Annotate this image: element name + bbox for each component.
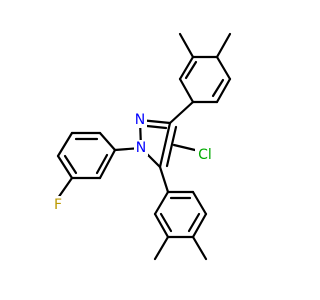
upper-dimethylphenyl-ring <box>178 55 232 104</box>
chloro-bond <box>172 143 197 152</box>
atom-n2: N <box>133 112 147 128</box>
atom-n1: N <box>134 140 148 156</box>
molecule-structure: N N Cl F <box>52 32 232 261</box>
molecule-canvas: N N Cl F <box>52 32 232 261</box>
upper-methyl-groups <box>178 32 232 59</box>
lower-methyl-groups <box>153 235 208 261</box>
atom-label-cl: Cl <box>198 147 212 163</box>
atom-label-n1: N <box>136 140 146 156</box>
fluorophenyl-ring <box>56 131 143 200</box>
atom-label-f: F <box>54 197 62 213</box>
lower-dimethylphenyl-ring <box>153 165 208 239</box>
atom-label-n2: N <box>135 112 145 128</box>
atom-cl: Cl <box>195 147 215 163</box>
pyrazole-ring <box>138 100 195 169</box>
atom-f: F <box>52 196 64 213</box>
